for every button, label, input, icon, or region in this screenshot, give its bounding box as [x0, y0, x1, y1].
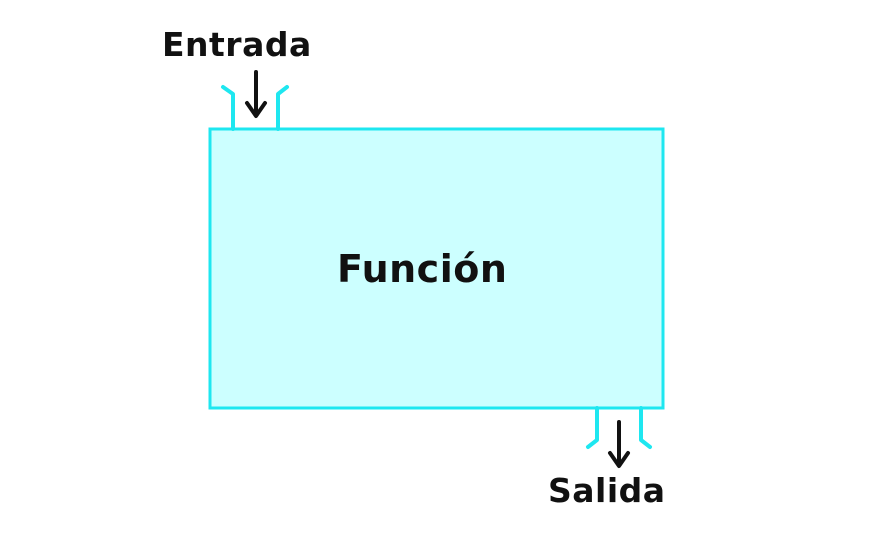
- input-label: Entrada: [162, 25, 312, 64]
- output-port-left-bracket: [586, 406, 599, 449]
- input-arrow-head: [245, 101, 267, 118]
- output-port-right-bracket: [639, 406, 652, 449]
- input-port-left-bracket: [221, 85, 235, 131]
- output-port: [586, 406, 652, 468]
- output-label: Salida: [548, 471, 666, 510]
- function-box: [208, 127, 665, 410]
- input-port: [221, 70, 289, 131]
- output-arrow-head: [608, 451, 630, 468]
- input-port-right-bracket: [276, 85, 289, 131]
- function-label: Función: [337, 247, 508, 291]
